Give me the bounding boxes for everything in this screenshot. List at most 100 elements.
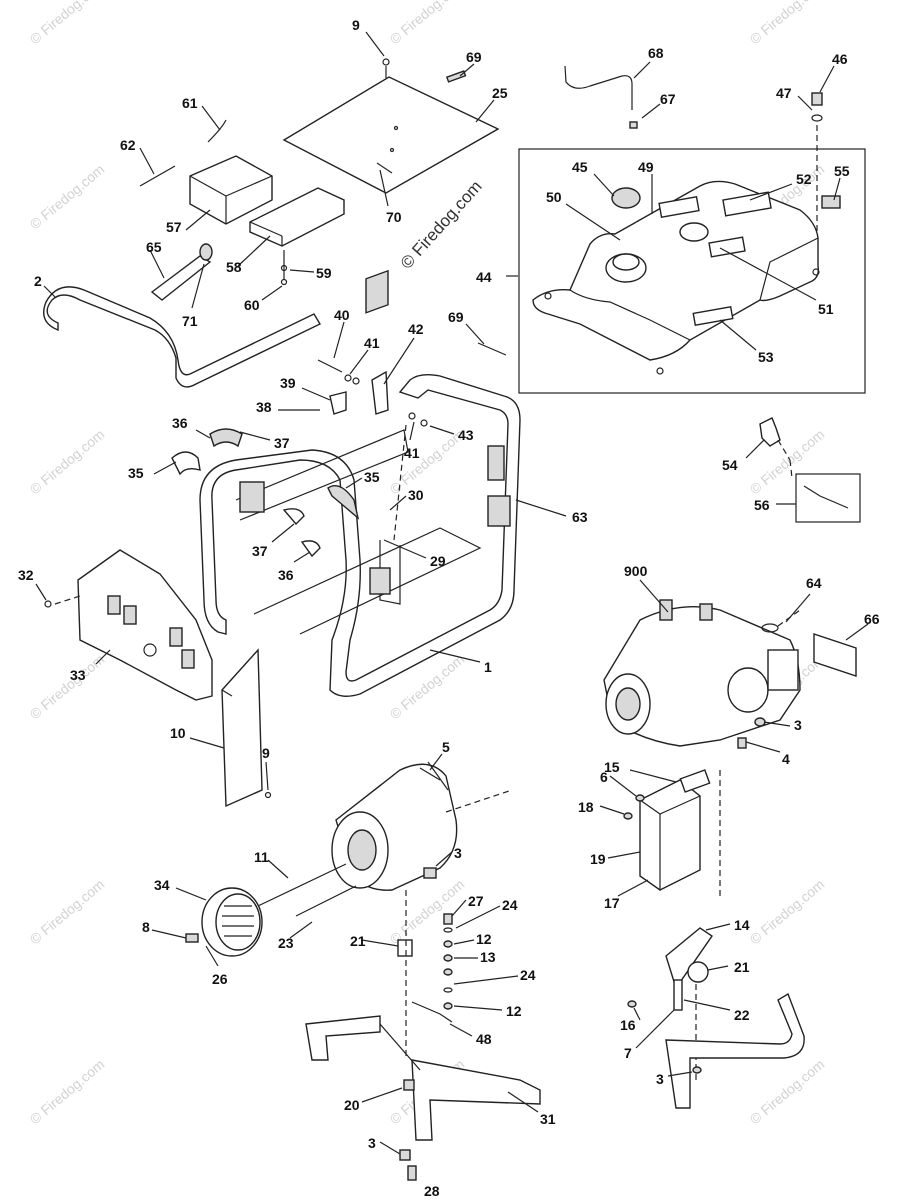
side-plate [221,648,272,808]
callout-label: 46 [832,51,848,67]
callout-label: 10 [170,725,186,741]
callout-label: 26 [212,971,228,987]
callout-label: 3 [368,1135,376,1151]
callout-label: 8 [142,919,150,935]
callout-label: 21 [350,933,366,949]
engine-mount [627,927,713,1080]
callout-label: 41 [404,445,420,461]
callout-label: 21 [734,959,750,975]
leader-lines [35,31,869,1155]
callout-label: 38 [256,399,272,415]
callout-label: 69 [466,49,482,65]
battery [139,119,273,225]
watermark-text: © Firedog.com [27,161,108,232]
fuel-hose [564,65,638,129]
callout-label: 5 [442,739,450,755]
callout-label: 67 [660,91,676,107]
watermark-text: © Firedog.com [747,876,828,947]
callout-label: 3 [454,845,462,861]
callout-label: 31 [540,1111,556,1127]
mount-stack [397,890,453,1060]
callout-label: 42 [408,321,424,337]
callout-label: 22 [734,1007,750,1023]
callout-label: 1 [484,659,492,675]
watermark-text: © Firedog.com [27,876,108,947]
base-frame [305,1015,541,1181]
watermark-text: © Firedog.com [387,0,468,47]
callout-label: 37 [252,543,268,559]
callout-label: 23 [278,935,294,951]
alternator [257,761,513,917]
callout-label: 9 [262,745,270,761]
callout-label: 71 [182,313,198,329]
top-panel [282,58,500,194]
callout-label: 24 [520,967,536,983]
callout-label: 2 [34,273,42,289]
callout-label: 4 [782,751,790,767]
callout-label: 65 [146,239,162,255]
callout-label: 36 [278,567,294,583]
callout-label: 3 [656,1071,664,1087]
callout-label: 12 [506,1003,522,1019]
muffler [623,769,721,900]
callout-label: 20 [344,1097,360,1113]
callout-label: 40 [334,307,350,323]
callout-label: 36 [172,415,188,431]
callout-label: 28 [424,1183,440,1199]
callout-label: 66 [864,611,880,627]
callout-label: 70 [386,209,402,225]
callout-label: 9 [352,17,360,33]
callout-label: 29 [430,553,446,569]
callout-label: 14 [734,917,750,933]
handle [43,243,321,388]
watermark-text: © Firedog.com [27,426,108,497]
callout-label: 62 [120,137,136,153]
callout-label: 58 [226,259,242,275]
callout-label: 54 [722,457,738,473]
callout-label: 53 [758,349,774,365]
callout-label: 49 [638,159,654,175]
callout-label: 44 [476,269,492,285]
callout-label: 15 [604,759,620,775]
callout-label: 61 [182,95,198,111]
callout-label: 900 [624,563,648,579]
callout-label: 69 [448,309,464,325]
watermark-text: © Firedog.com [747,1056,828,1127]
callout-label: 6 [600,769,608,785]
callout-label: 24 [502,897,518,913]
callout-label: 55 [834,163,850,179]
battery-tray [249,187,345,286]
callout-label: 3 [794,717,802,733]
watermark-text: © Firedog.com [27,651,108,722]
callout-label: 34 [154,877,170,893]
callout-label: 13 [480,949,496,965]
watermark-main: © Firedog.com [397,177,486,273]
callout-label: 41 [364,335,380,351]
callout-label: 51 [818,301,834,317]
callout-label: 12 [476,931,492,947]
callout-label: 45 [572,159,588,175]
callout-label: 16 [620,1017,636,1033]
callout-label: 25 [492,85,508,101]
base-rail [665,992,805,1109]
callout-label: 19 [590,851,606,867]
callout-label: 35 [364,469,380,485]
engine [603,599,857,749]
callout-label: 35 [128,465,144,481]
callout-label: 52 [796,171,812,187]
callout-label: 56 [754,497,770,513]
watermark-text: © Firedog.com [27,1056,108,1127]
watermark-text: © Firedog.com [27,0,108,47]
callout-label: 60 [244,297,260,313]
end-cover [185,887,263,957]
callout-label: 50 [546,189,562,205]
fuel-valve [759,417,861,523]
callout-label: 68 [648,45,664,61]
callout-label: 30 [408,487,424,503]
callout-label: 11 [254,849,269,865]
callout-label: 32 [18,567,34,583]
callout-label: 47 [776,85,792,101]
frame [199,269,521,697]
callout-label: 7 [624,1045,632,1061]
